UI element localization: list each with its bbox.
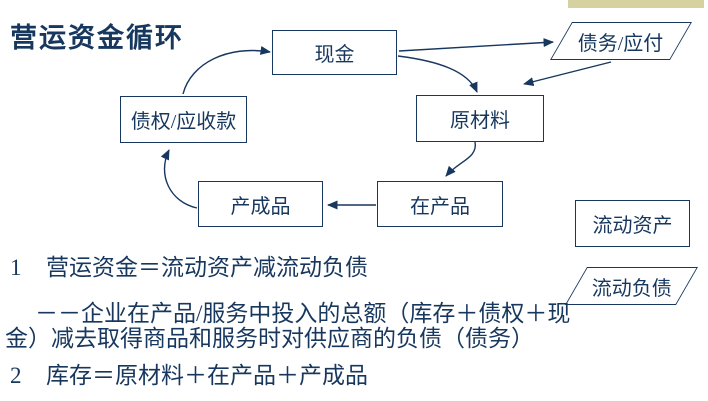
node-finished-goods: 产成品 bbox=[198, 181, 323, 227]
note-2: 2 库存＝原材料＋在产品＋产成品 bbox=[10, 364, 368, 388]
page-title: 营运资金循环 bbox=[10, 23, 184, 53]
node-work-in-progress: 在产品 bbox=[377, 181, 503, 227]
edge-raw-materials-to-wip bbox=[445, 141, 476, 177]
node-finished-goods-label: 产成品 bbox=[230, 195, 291, 218]
node-raw-materials-label: 原材料 bbox=[450, 110, 510, 132]
node-work-in-progress-label: 在产品 bbox=[410, 195, 470, 218]
edge-receivables-to-cash bbox=[182, 46, 271, 95]
edge-debt-payables-to-raw-materials bbox=[523, 61, 612, 87]
note-1: 1 营运资金＝流动资产减流动负债 bbox=[10, 256, 368, 280]
note-1-continuation-line-2: 金）减去取得商品和服务时对供应商的负债（债务） bbox=[5, 327, 534, 351]
accent-bar bbox=[568, 0, 704, 8]
note-1-continuation-line-1-text: －－企业在产品/服务中投入的总额（库存＋债权＋现 bbox=[35, 301, 571, 326]
note-1-continuation-line-1: －－企业在产品/服务中投入的总额（库存＋债权＋现 bbox=[35, 302, 570, 326]
node-current-assets-label: 流动资产 bbox=[592, 215, 673, 237]
node-cash: 现金 bbox=[272, 30, 397, 75]
node-current-liabilities-label: 流动负债 bbox=[591, 277, 672, 300]
node-current-liabilities: 流动负债 bbox=[565, 267, 698, 305]
edge-cash-to-debt-payables bbox=[398, 38, 554, 52]
note-1-text: 营运资金＝流动资产减流动负债 bbox=[46, 255, 368, 280]
node-debt-payables-label: 债务/应付 bbox=[578, 32, 664, 55]
node-raw-materials: 原材料 bbox=[416, 95, 544, 142]
note-1-number: 1 bbox=[10, 255, 22, 280]
note-2-text: 库存＝原材料＋在产品＋产成品 bbox=[46, 363, 368, 388]
node-debt-payables: 债务/应付 bbox=[550, 22, 692, 60]
note-1-continuation-line-2-text: 金）减去取得商品和服务时对供应商的负债（债务） bbox=[5, 326, 534, 351]
node-cash-label: 现金 bbox=[314, 44, 355, 66]
edge-finished-goods-to-receivables bbox=[160, 149, 198, 209]
node-receivables-label: 债权/应收款 bbox=[130, 111, 237, 133]
edge-cash-to-raw-materials bbox=[397, 55, 478, 93]
note-2-number: 2 bbox=[10, 363, 22, 388]
node-receivables: 债权/应收款 bbox=[120, 96, 247, 143]
node-current-assets: 流动资产 bbox=[575, 200, 690, 247]
